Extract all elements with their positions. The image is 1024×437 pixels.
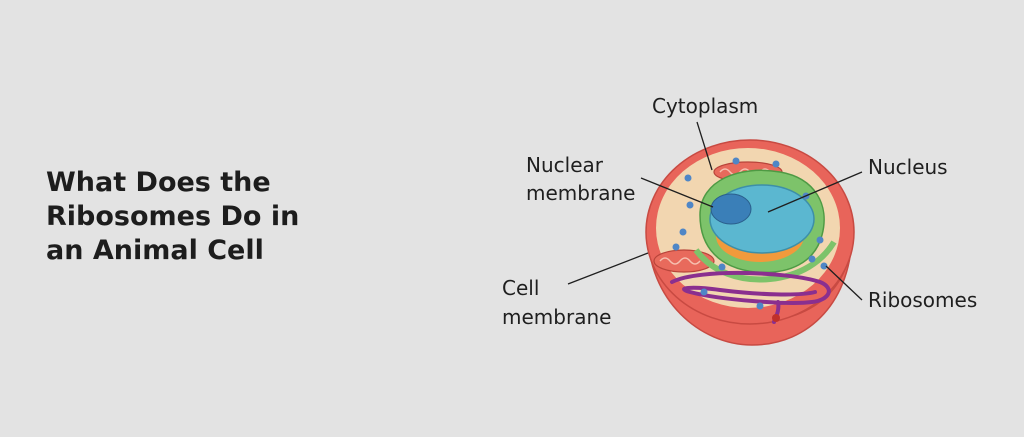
ribosome: [820, 262, 828, 270]
label-cytoplasm: Cytoplasm: [652, 94, 758, 118]
ribosome: [756, 302, 764, 310]
ribosome: [808, 255, 816, 263]
ribosome: [732, 157, 740, 165]
ribosome: [672, 243, 680, 251]
ribosomes-leader: [825, 265, 863, 301]
label-nuclear-membrane-line2: membrane: [526, 181, 635, 205]
title-line-1: What Does the: [46, 167, 271, 198]
animal-cell-diagram: Cytoplasm Nuclear membrane Nucleus Cell …: [502, 94, 977, 346]
endoplasmic-reticulum-green: [693, 240, 837, 283]
cytoplasm-leader: [696, 121, 713, 171]
nucleolus: [710, 193, 752, 225]
label-nuclear-membrane-line1: Nuclear: [526, 153, 604, 177]
ribosome: [772, 160, 780, 168]
label-cell-membrane-line2: membrane: [502, 305, 611, 329]
ribosome: [684, 174, 692, 182]
label-cell-membrane-line1: Cell: [502, 276, 539, 300]
nuclear-membrane-leader: [640, 177, 714, 208]
ribosome: [686, 201, 694, 209]
ribosome: [718, 263, 726, 271]
ribosome: [679, 228, 687, 236]
ribosomes: [672, 157, 828, 310]
cell-membrane-leader: [567, 252, 649, 285]
nucleus-leader: [767, 171, 863, 213]
ribosome: [700, 288, 708, 296]
label-ribosomes: Ribosomes: [868, 288, 977, 312]
er-end-dot: [772, 314, 780, 322]
title-line-2: Ribosomes Do in: [46, 201, 300, 232]
label-nucleus: Nucleus: [868, 155, 948, 179]
ribosome: [816, 236, 824, 244]
title-line-3: an Animal Cell: [46, 235, 264, 266]
page-title: What Does the Ribosomes Do in an Animal …: [46, 166, 366, 268]
